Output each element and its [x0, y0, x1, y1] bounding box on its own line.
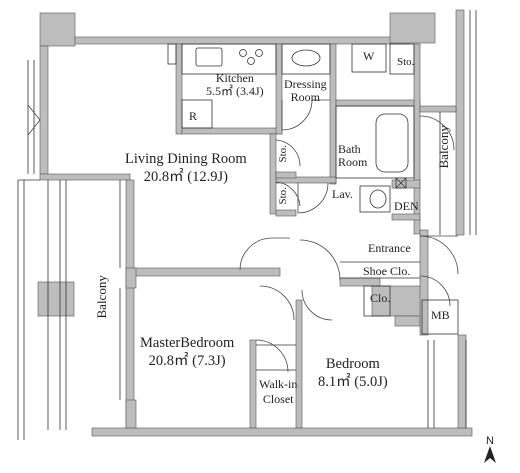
compass-label: N [486, 435, 494, 447]
storage-1-label: Sto. [277, 145, 290, 163]
living-dining-label: Living Dining Room 20.8㎡ (12.9J) [125, 151, 247, 186]
shoe-closet-label: Shoe Clo. [363, 264, 411, 278]
bedroom-area: 8.1㎡ (5.0J) [318, 374, 388, 391]
bath-room-label: Bath Room [338, 143, 367, 168]
dressing-line1: Dressing [284, 77, 327, 91]
bath-line2: Room [338, 154, 368, 169]
kitchen-label: Kitchen 5.5㎡ (3.4J) [206, 72, 264, 97]
dressing-line2: Room [290, 89, 320, 104]
walkin-line1: Walk-in [259, 377, 298, 391]
balcony-right-label: Balcony [436, 125, 452, 169]
closet-label: Clo. [370, 291, 391, 305]
lavatory-label: Lav. [332, 187, 353, 201]
balcony-left-label: Balcony [94, 275, 110, 319]
master-area: 20.8㎡ (7.3J) [148, 353, 226, 370]
storage-top-label: Sto. [397, 56, 415, 68]
living-name: Living Dining Room [125, 151, 247, 167]
thin-lines [17, 10, 477, 440]
entrance-label: Entrance [368, 241, 411, 255]
bedroom-label: Bedroom 8.1㎡ (5.0J) [318, 356, 388, 391]
walkin-closet-label: Walk-in Closet [259, 378, 297, 405]
kitchen-name: Kitchen [215, 71, 254, 85]
den-label: DEN [394, 199, 419, 213]
mb-label: MB [431, 308, 450, 322]
north-compass-icon [484, 446, 496, 463]
bedroom-name: Bedroom [325, 356, 380, 372]
bath-line1: Bath [338, 142, 361, 156]
living-area: 20.8㎡ (12.9J) [143, 169, 228, 186]
refrigerator-label: R [189, 109, 198, 123]
kitchen-area: 5.5㎡ (3.4J) [206, 83, 264, 98]
master-bedroom-label: MasterBedroom 20.8㎡ (7.3J) [140, 335, 235, 370]
storage-2-label: Sto. [277, 187, 290, 205]
walls [37, 9, 473, 437]
dressing-room-label: Dressing Room [284, 78, 327, 103]
washer-label: W [363, 49, 375, 63]
walkin-line2: Closet [262, 391, 294, 406]
door-swings [27, 99, 459, 373]
master-name: MasterBedroom [140, 335, 235, 351]
